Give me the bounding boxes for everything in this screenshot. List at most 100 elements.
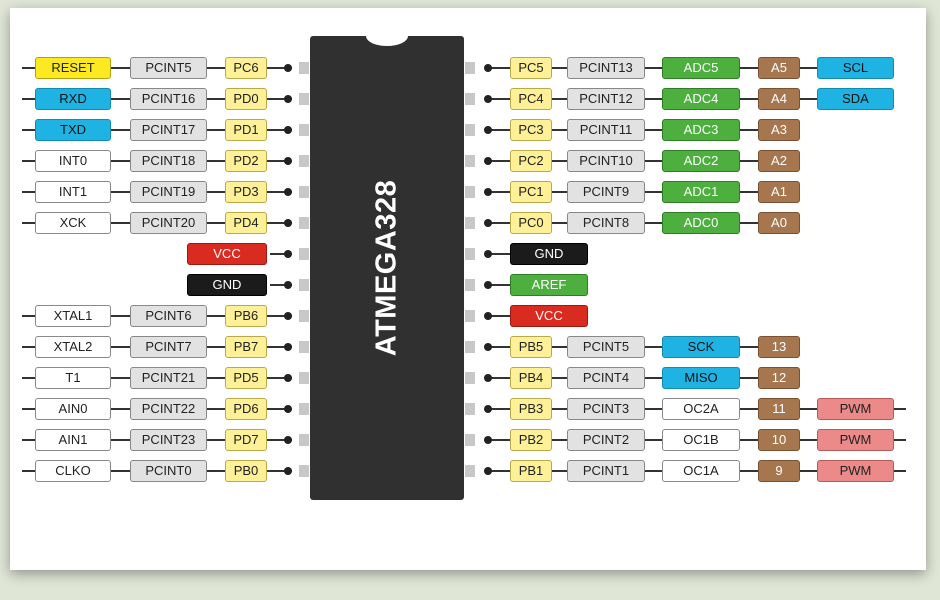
pin-pad bbox=[299, 341, 309, 353]
pin-dot bbox=[284, 281, 292, 289]
pin-dot bbox=[284, 157, 292, 165]
pin-dot bbox=[284, 436, 292, 444]
pin-pad bbox=[465, 310, 475, 322]
pin-label: A1 bbox=[758, 181, 800, 203]
pin-label: PB4 bbox=[510, 367, 552, 389]
pin-label: MISO bbox=[662, 367, 740, 389]
pin-label: ADC1 bbox=[662, 181, 740, 203]
pin-pad bbox=[465, 62, 475, 74]
pin-label: ADC3 bbox=[662, 119, 740, 141]
pin-label: 10 bbox=[758, 429, 800, 451]
pin-label: PCINT10 bbox=[567, 150, 645, 172]
pin-pad bbox=[299, 434, 309, 446]
pin-dot bbox=[484, 281, 492, 289]
pin-label: INT0 bbox=[35, 150, 111, 172]
pin-label: RXD bbox=[35, 88, 111, 110]
pin-label: RESET bbox=[35, 57, 111, 79]
pin-label: PCINT9 bbox=[567, 181, 645, 203]
pin-pad bbox=[299, 124, 309, 136]
pin-wire bbox=[22, 160, 35, 162]
pin-label: PB1 bbox=[510, 460, 552, 482]
pin-pad bbox=[299, 186, 309, 198]
pin-label: AIN1 bbox=[35, 429, 111, 451]
pin-label: PCINT8 bbox=[567, 212, 645, 234]
pin-label: PD6 bbox=[225, 398, 267, 420]
pin-label: PD1 bbox=[225, 119, 267, 141]
pin-dot bbox=[284, 374, 292, 382]
pin-label: XCK bbox=[35, 212, 111, 234]
pin-label: PCINT13 bbox=[567, 57, 645, 79]
pin-label: PC2 bbox=[510, 150, 552, 172]
pin-label: PWM bbox=[817, 429, 894, 451]
pin-dot bbox=[484, 126, 492, 134]
chip-notch bbox=[366, 26, 408, 46]
pin-dot bbox=[284, 64, 292, 72]
pin-wire bbox=[22, 98, 35, 100]
pin-dot bbox=[284, 126, 292, 134]
pin-dot bbox=[484, 188, 492, 196]
pin-dot bbox=[484, 157, 492, 165]
pin-wire bbox=[22, 408, 35, 410]
pin-label: PC5 bbox=[510, 57, 552, 79]
pin-label: PCINT5 bbox=[567, 336, 645, 358]
pin-dot bbox=[484, 250, 492, 258]
pin-wire bbox=[22, 346, 35, 348]
pin-pad bbox=[299, 465, 309, 477]
pin-dot bbox=[484, 343, 492, 351]
pin-wire bbox=[22, 67, 35, 69]
pin-dot bbox=[484, 436, 492, 444]
pin-label: PB2 bbox=[510, 429, 552, 451]
pin-dot bbox=[484, 95, 492, 103]
pin-label: PCINT0 bbox=[130, 460, 207, 482]
pin-label: PB5 bbox=[510, 336, 552, 358]
pin-pad bbox=[299, 310, 309, 322]
pin-pad bbox=[299, 279, 309, 291]
pin-label: 12 bbox=[758, 367, 800, 389]
pin-label: PD4 bbox=[225, 212, 267, 234]
pin-label: ADC4 bbox=[662, 88, 740, 110]
pin-label: SDA bbox=[817, 88, 894, 110]
pin-wire bbox=[22, 470, 35, 472]
pin-wire bbox=[22, 377, 35, 379]
pin-label: OC1B bbox=[662, 429, 740, 451]
pin-pad bbox=[465, 434, 475, 446]
pin-dot bbox=[284, 95, 292, 103]
pin-label: ADC2 bbox=[662, 150, 740, 172]
pin-dot bbox=[484, 312, 492, 320]
pin-label: GND bbox=[510, 243, 588, 265]
pin-dot bbox=[484, 467, 492, 475]
pin-label: PCINT20 bbox=[130, 212, 207, 234]
pin-pad bbox=[465, 248, 475, 260]
pin-label: 9 bbox=[758, 460, 800, 482]
pin-label: PCINT17 bbox=[130, 119, 207, 141]
pin-label: PCINT11 bbox=[567, 119, 645, 141]
pin-wire bbox=[22, 129, 35, 131]
pin-label: PCINT3 bbox=[567, 398, 645, 420]
pin-wire bbox=[22, 222, 35, 224]
pin-label: T1 bbox=[35, 367, 111, 389]
pin-label: PCINT19 bbox=[130, 181, 207, 203]
pin-dot bbox=[284, 467, 292, 475]
pin-label: 13 bbox=[758, 336, 800, 358]
pin-label: PWM bbox=[817, 398, 894, 420]
pin-label: PCINT4 bbox=[567, 367, 645, 389]
pin-dot bbox=[484, 219, 492, 227]
pin-label: A4 bbox=[758, 88, 800, 110]
pin-pad bbox=[299, 93, 309, 105]
pin-pad bbox=[299, 372, 309, 384]
pin-label: PD2 bbox=[225, 150, 267, 172]
pin-label: PB7 bbox=[225, 336, 267, 358]
pin-pad bbox=[465, 372, 475, 384]
pin-label: A5 bbox=[758, 57, 800, 79]
pin-label: PCINT22 bbox=[130, 398, 207, 420]
pin-dot bbox=[284, 188, 292, 196]
pin-pad bbox=[465, 93, 475, 105]
pin-dot bbox=[284, 405, 292, 413]
pin-label: PCINT16 bbox=[130, 88, 207, 110]
pin-pad bbox=[465, 341, 475, 353]
pin-label: A3 bbox=[758, 119, 800, 141]
pin-pad bbox=[465, 186, 475, 198]
pin-label: PWM bbox=[817, 460, 894, 482]
pin-label: PCINT12 bbox=[567, 88, 645, 110]
